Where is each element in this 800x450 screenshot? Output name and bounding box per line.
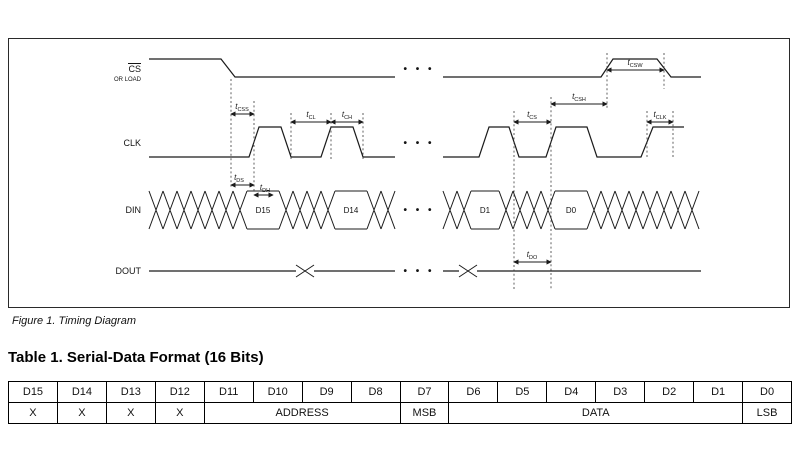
timing-label-tclk: tCLK bbox=[654, 110, 667, 121]
break-dots-dout: • • • bbox=[403, 266, 434, 277]
figure-caption: Figure 1. Timing Diagram bbox=[12, 315, 136, 327]
timing-label-tdh: tDH bbox=[260, 183, 270, 194]
timing-label-tds: tDS bbox=[234, 173, 244, 184]
timing-labels: tCSS tCL tCH tDS tDH tCS tCSH tCSW tCLK … bbox=[234, 58, 667, 261]
din-bus-crossings bbox=[148, 190, 700, 230]
table-header-cell: D4 bbox=[546, 381, 597, 403]
din-bus-cells bbox=[247, 190, 587, 230]
timing-label-tcl: tCL bbox=[306, 110, 315, 121]
table-header-cell: D1 bbox=[693, 381, 744, 403]
timing-label-tcsh: tCSH bbox=[572, 92, 586, 103]
dotted-guides bbox=[230, 53, 674, 289]
din-cell-d0: D0 bbox=[566, 206, 577, 215]
table-header-cell: D3 bbox=[595, 381, 646, 403]
table-header-cell: D5 bbox=[497, 381, 548, 403]
table-header-cell: D10 bbox=[252, 381, 303, 403]
table-header-cell: D0 bbox=[742, 381, 792, 403]
table-header-cell: D2 bbox=[644, 381, 695, 403]
signal-label-or-load: OR LOAD bbox=[114, 77, 142, 83]
table-header-cell: D14 bbox=[56, 381, 107, 403]
serial-data-format-table: D15 D14 D13 D12 D11 D10 D9 D8 D7 D6 D5 D… bbox=[8, 381, 792, 424]
timing-label-tcss: tCSS bbox=[235, 102, 249, 113]
signal-label-clk: CLK bbox=[123, 138, 141, 148]
table-header-cell: D15 bbox=[8, 381, 58, 403]
timing-arrows bbox=[230, 67, 674, 265]
timing-diagram-svg: CS OR LOAD CLK DIN DOUT D15 D14 D1 D0 • … bbox=[114, 53, 701, 289]
signal-label-dout: DOUT bbox=[116, 266, 142, 276]
table-value-row: X X X X ADDRESS MSB DATA LSB bbox=[8, 402, 792, 424]
break-dots-clk: • • • bbox=[403, 138, 434, 149]
din-cell-d14: D14 bbox=[344, 206, 359, 215]
break-dots-din: • • • bbox=[403, 205, 434, 216]
table-header-cell: D8 bbox=[350, 381, 401, 403]
break-dots-cs: • • • bbox=[403, 64, 434, 75]
timing-diagram-frame: CS OR LOAD CLK DIN DOUT D15 D14 D1 D0 • … bbox=[8, 38, 790, 308]
table-cell: ADDRESS bbox=[203, 402, 401, 424]
table-cell: DATA bbox=[448, 402, 744, 424]
table-header-cell: D12 bbox=[154, 381, 205, 403]
table-cell: LSB bbox=[742, 402, 792, 424]
table-cell: X bbox=[154, 402, 205, 424]
signal-label-din: DIN bbox=[126, 205, 142, 215]
table-header-cell: D11 bbox=[203, 381, 254, 403]
table-cell: X bbox=[105, 402, 156, 424]
timing-label-tdo: tDO bbox=[527, 250, 538, 261]
din-cell-d15: D15 bbox=[256, 206, 271, 215]
table-header-cell: D6 bbox=[448, 381, 499, 403]
timing-label-tcsw: tCSW bbox=[627, 58, 643, 69]
table-title: Table 1. Serial-Data Format (16 Bits) bbox=[8, 349, 264, 366]
table-cell: X bbox=[56, 402, 107, 424]
waveform-break-dots: • • • • • • • • • • • • bbox=[403, 64, 434, 277]
table-header-cell: D9 bbox=[301, 381, 352, 403]
table-cell: MSB bbox=[399, 402, 450, 424]
table-header-cell: D13 bbox=[105, 381, 156, 403]
dout-transitions bbox=[295, 264, 478, 278]
signal-labels: CS OR LOAD CLK DIN DOUT bbox=[114, 63, 142, 276]
signal-label-cs: CS bbox=[128, 64, 141, 74]
timing-label-tcs: tCS bbox=[527, 110, 537, 121]
din-cell-d1: D1 bbox=[480, 206, 491, 215]
table-header-cell: D7 bbox=[399, 381, 450, 403]
timing-label-tch: tCH bbox=[342, 110, 352, 121]
table-cell: X bbox=[8, 402, 58, 424]
cs-waveform bbox=[149, 58, 701, 78]
table-header-row: D15 D14 D13 D12 D11 D10 D9 D8 D7 D6 D5 D… bbox=[8, 381, 792, 403]
